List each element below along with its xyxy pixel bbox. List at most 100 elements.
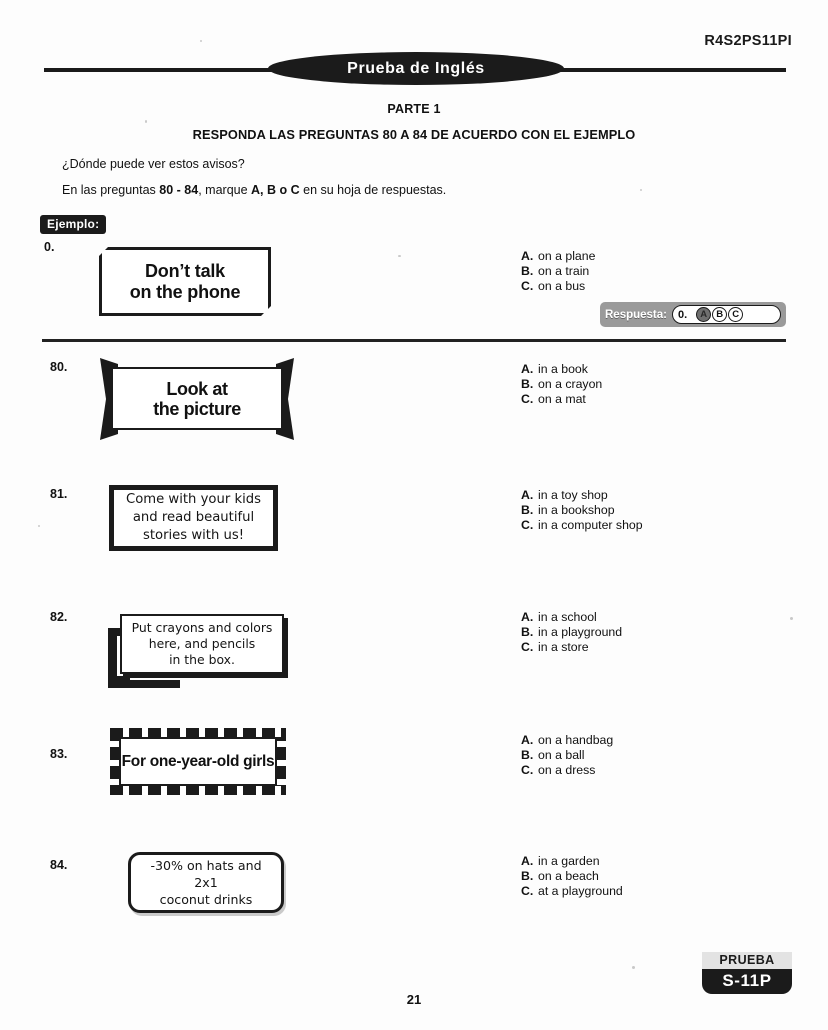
marking-instruction-letters: A, B o C bbox=[251, 183, 300, 197]
question-81-option-a-text: in a toy shop bbox=[538, 488, 608, 502]
question-81-options: A. in a toy shop B.in a bookshop C. in a c… bbox=[521, 488, 643, 534]
question-82-option-c-text: in a store bbox=[538, 640, 589, 655]
example-option-a-letter: A. bbox=[521, 249, 534, 263]
question-84-sign-line-1: -30% on hats and bbox=[150, 858, 262, 873]
question-83-option-a-letter: A. bbox=[521, 733, 534, 747]
footer-prueba-code: S-11P bbox=[702, 969, 792, 994]
question-83-option-c-text: on a dress bbox=[538, 763, 596, 778]
question-83-options: A.on a handbag B. on a ball C. on a dress bbox=[521, 733, 613, 779]
marking-instruction: En las preguntas 80 - 84, marque A, B o … bbox=[62, 183, 446, 197]
footer-prueba-label: PRUEBA bbox=[702, 952, 792, 969]
question-80-option-c: C. on a mat bbox=[521, 392, 602, 407]
question-81-option-c: C. in a computer shop bbox=[521, 518, 643, 533]
question-81-option-c-text: in a computer shop bbox=[538, 518, 643, 533]
question-81-sign-line-2: and read beautiful bbox=[132, 510, 255, 525]
answer-key-panel: 0. A B C bbox=[672, 305, 781, 324]
question-82-option-c-letter: C. bbox=[521, 640, 534, 655]
question-80-option-b-text: on a crayon bbox=[538, 377, 603, 392]
question-80-sign-text: Look at the picture bbox=[153, 379, 241, 419]
question-81-sign-line-1: Come with your kids bbox=[126, 492, 261, 507]
question-84-option-a-text: in a garden bbox=[538, 854, 600, 868]
answer-bubble-a[interactable]: A bbox=[696, 307, 712, 322]
question-84-option-a: A.in a garden bbox=[521, 854, 623, 869]
question-81-option-c-letter: C. bbox=[521, 518, 534, 533]
question-80-sign-line-1: Look at bbox=[166, 378, 228, 399]
question-prompt: ¿Dónde puede ver estos avisos? bbox=[62, 157, 245, 171]
example-option-c-letter: C. bbox=[521, 279, 534, 294]
question-83-option-b-letter: B. bbox=[521, 748, 534, 763]
question-81-number: 81. bbox=[50, 487, 68, 501]
question-81-sign-text: Come with your kids and read beautiful s… bbox=[126, 491, 261, 545]
question-84-options: A.in a garden B.on a beach C.at a playgr… bbox=[521, 854, 623, 900]
exam-footer-tag: PRUEBA S-11P bbox=[702, 952, 792, 994]
question-80-option-b-letter: B. bbox=[521, 377, 534, 392]
page-number: 21 bbox=[406, 992, 422, 1007]
marking-instruction-range: 80 - 84 bbox=[159, 183, 199, 197]
question-82-options: A. in a school B. in a playground C. in a s… bbox=[521, 610, 622, 656]
example-section-divider bbox=[42, 339, 786, 342]
example-sign-line-1: Don’t talk bbox=[144, 260, 225, 281]
example-option-a-text: on a plane bbox=[538, 249, 596, 263]
example-sign: Don’t talk on the phone bbox=[99, 247, 271, 316]
question-82-sign: Put crayons and colors here, and pencils… bbox=[108, 610, 284, 688]
question-82-option-b-text: in a playground bbox=[538, 625, 623, 640]
answer-key-box: Respuesta: 0. A B C bbox=[600, 302, 786, 327]
exam-title-text: Prueba de Inglés bbox=[347, 59, 485, 77]
example-badge: Ejemplo: bbox=[40, 215, 107, 234]
example-number: 0. bbox=[44, 240, 55, 254]
question-80-option-c-text: on a mat bbox=[538, 392, 586, 407]
scan-speck bbox=[632, 966, 635, 969]
question-82-sign-line-1: Put crayons and colors bbox=[131, 620, 273, 635]
question-84-number: 84. bbox=[50, 858, 68, 872]
answer-bubble-b[interactable]: B bbox=[712, 307, 728, 322]
question-80-option-a: A. in a book bbox=[521, 362, 602, 377]
question-82-sign-text: Put crayons and colors here, and pencils… bbox=[132, 620, 273, 668]
example-option-b-letter: B. bbox=[521, 264, 534, 279]
answer-key-label: Respuesta: bbox=[605, 308, 667, 321]
example-option-c-text: on a bus bbox=[538, 279, 586, 294]
question-80-sign: Look at the picture bbox=[100, 358, 294, 440]
question-81-option-b-letter: B. bbox=[521, 503, 534, 518]
question-80-option-a-text: in a book bbox=[538, 362, 588, 376]
question-83-option-c-letter: C. bbox=[521, 763, 534, 778]
question-84-option-b-letter: B. bbox=[521, 869, 534, 884]
question-80-options: A. in a book B. on a crayon C. on a mat bbox=[521, 362, 602, 408]
question-82-option-a-letter: A. bbox=[521, 610, 534, 624]
question-83-number: 83. bbox=[50, 747, 68, 761]
question-83-option-b-text: on a ball bbox=[538, 748, 585, 763]
scan-speck bbox=[640, 189, 642, 191]
question-80-number: 80. bbox=[50, 360, 68, 374]
part-label: PARTE 1 bbox=[387, 102, 441, 116]
question-80-option-b: B. on a crayon bbox=[521, 377, 602, 392]
question-84-option-c-letter: C. bbox=[521, 884, 534, 899]
question-83-option-b: B. on a ball bbox=[521, 748, 613, 763]
question-81-option-b: B.in a bookshop bbox=[521, 503, 643, 518]
question-80-sign-line-2: the picture bbox=[153, 398, 241, 419]
question-82-option-b: B. in a playground bbox=[521, 625, 622, 640]
document-code: R4S2PS11PI bbox=[704, 33, 792, 49]
question-82-option-a-text: in a school bbox=[538, 610, 597, 624]
question-82-sign-plate: Put crayons and colors here, and pencils… bbox=[120, 614, 284, 674]
example-option-a: A. on a plane bbox=[521, 249, 595, 264]
question-81-option-a: A. in a toy shop bbox=[521, 488, 643, 503]
question-80-option-c-letter: C. bbox=[521, 392, 534, 407]
question-83-option-c: C. on a dress bbox=[521, 763, 613, 778]
question-82-option-b-letter: B. bbox=[521, 625, 534, 640]
question-84-sign-line-3: coconut drinks bbox=[159, 892, 253, 907]
question-84-option-b-text: on a beach bbox=[538, 869, 599, 884]
question-84-sign-text: -30% on hats and 2x1 coconut drinks bbox=[150, 857, 261, 908]
answer-bubble-c[interactable]: C bbox=[728, 307, 744, 322]
instruction-directive: RESPONDA LAS PREGUNTAS 80 A 84 DE ACUERD… bbox=[192, 127, 636, 142]
marking-instruction-post: en su hoja de respuestas. bbox=[299, 183, 447, 197]
scan-speck bbox=[398, 255, 401, 257]
question-84-sign-line-2: 2x1 bbox=[194, 875, 218, 890]
question-81-option-a-letter: A. bbox=[521, 488, 534, 502]
example-option-c: C. on a bus bbox=[521, 279, 595, 294]
exam-title-banner: Prueba de Inglés bbox=[268, 52, 564, 85]
question-80-option-a-letter: A. bbox=[521, 362, 534, 376]
example-option-b: B.on a train bbox=[521, 264, 595, 279]
marking-instruction-mid: , marque bbox=[198, 183, 252, 197]
scan-speck bbox=[200, 40, 202, 42]
question-83-option-a: A.on a handbag bbox=[521, 733, 613, 748]
